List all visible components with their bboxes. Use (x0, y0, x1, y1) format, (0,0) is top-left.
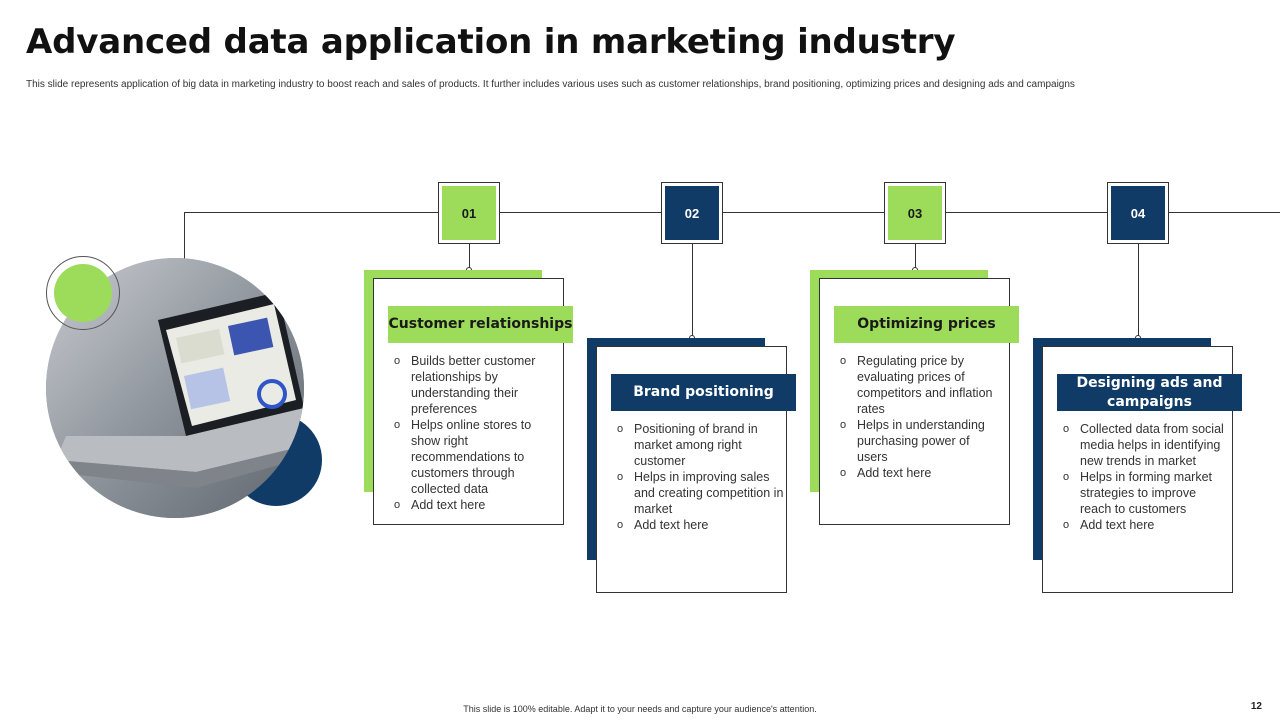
bullet-item: Add text here (612, 517, 784, 533)
step-title: Brand positioning (611, 374, 796, 411)
slide-subtitle: This slide represents application of big… (26, 79, 1075, 90)
step-connector (915, 244, 916, 270)
bullet-item: Regulating price by evaluating prices of… (835, 353, 1003, 417)
bullet-item: Positioning of brand in market among rig… (612, 421, 784, 469)
step-title: Optimizing prices (834, 306, 1019, 343)
step-number-badge: 02 (661, 182, 723, 244)
step-title: Customer relationships (388, 306, 573, 343)
slide-title: Advanced data application in marketing i… (26, 22, 956, 62)
bullet-item: Helps in forming market strategies to im… (1058, 469, 1226, 517)
step-number: 04 (1111, 186, 1165, 240)
page-number: 12 (1250, 701, 1262, 712)
bullet-item: Helps online stores to show right recomm… (389, 417, 559, 497)
step-number-badge: 03 (884, 182, 946, 244)
bullet-item: Add text here (1058, 517, 1226, 533)
footer-note: This slide is 100% editable. Adapt it to… (463, 704, 817, 714)
step-bullets: Regulating price by evaluating prices of… (835, 353, 1003, 481)
step-title: Designing ads and campaigns (1057, 374, 1242, 411)
step-bullets: Builds better customer relationships by … (389, 353, 559, 513)
step-connector (469, 244, 470, 270)
bullet-item: Add text here (835, 465, 1003, 481)
step-number: 02 (665, 186, 719, 240)
step-bullets: Collected data from social media helps i… (1058, 421, 1226, 533)
step-number-badge: 04 (1107, 182, 1169, 244)
bullet-item: Add text here (389, 497, 559, 513)
step-number-badge: 01 (438, 182, 500, 244)
timeline-left-drop (184, 212, 185, 262)
step-connector (692, 244, 693, 338)
bullet-item: Helps in understanding purchasing power … (835, 417, 1003, 465)
laptop-dashboard-photo (46, 258, 304, 518)
decor-ring (46, 256, 120, 330)
bullet-item: Builds better customer relationships by … (389, 353, 559, 417)
step-number: 01 (442, 186, 496, 240)
step-number: 03 (888, 186, 942, 240)
timeline-line (184, 212, 1280, 213)
bullet-item: Collected data from social media helps i… (1058, 421, 1226, 469)
step-connector (1138, 244, 1139, 338)
decor-green-circle (54, 264, 112, 322)
bullet-item: Helps in improving sales and creating co… (612, 469, 784, 517)
step-bullets: Positioning of brand in market among rig… (612, 421, 784, 533)
